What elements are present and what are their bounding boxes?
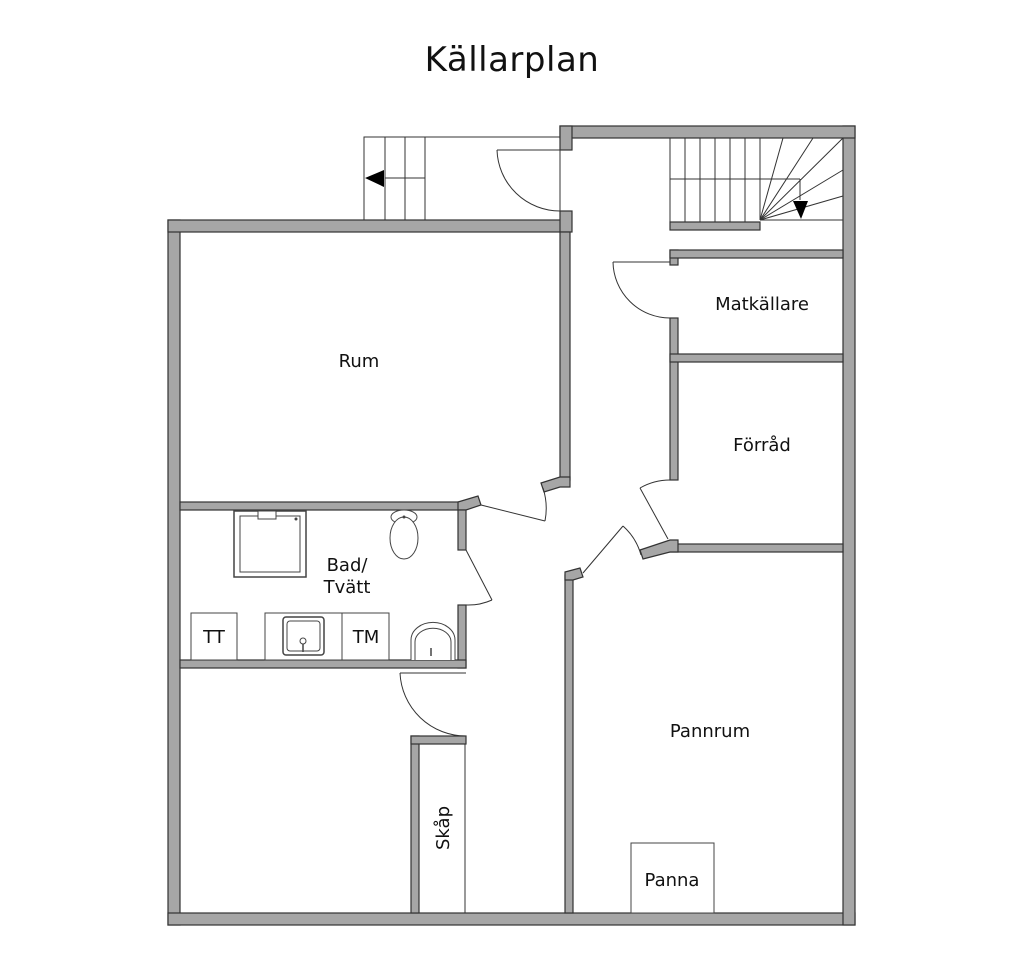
fixture-label-panna: Panna — [645, 870, 700, 891]
room-label-rum: Rum — [339, 351, 380, 372]
plan-title: Källarplan — [424, 40, 600, 80]
door-swings — [399, 261, 671, 737]
room-label-forrad: Förråd — [733, 435, 791, 456]
stair-direction-arrow-icon — [365, 170, 384, 187]
toilet-icon — [389, 509, 419, 560]
shower-icon — [233, 510, 307, 578]
room-label-pannrum: Pannrum — [670, 721, 750, 742]
stair-down-arrow-icon — [793, 201, 808, 219]
washer-box — [341, 612, 390, 661]
interior-stair — [669, 137, 844, 222]
room-label-bad: Bad/ — [327, 555, 369, 576]
fixture-label-tm: TM — [352, 627, 380, 648]
fixture-label-tt: TT — [202, 627, 226, 648]
entry-door — [496, 149, 561, 212]
washbasin-icon — [410, 621, 456, 660]
room-label-tvatt: Tvätt — [323, 577, 371, 598]
closet — [418, 743, 466, 914]
outside-stair — [363, 136, 561, 221]
boiler-box — [630, 842, 715, 914]
sink-icon — [282, 616, 325, 656]
bathroom-fixtures — [190, 509, 456, 661]
room-label-matkallare: Matkällare — [715, 294, 809, 315]
dryer-box — [190, 612, 238, 661]
outer-walls — [167, 125, 856, 926]
room-label-skap: Skåp — [433, 806, 454, 850]
